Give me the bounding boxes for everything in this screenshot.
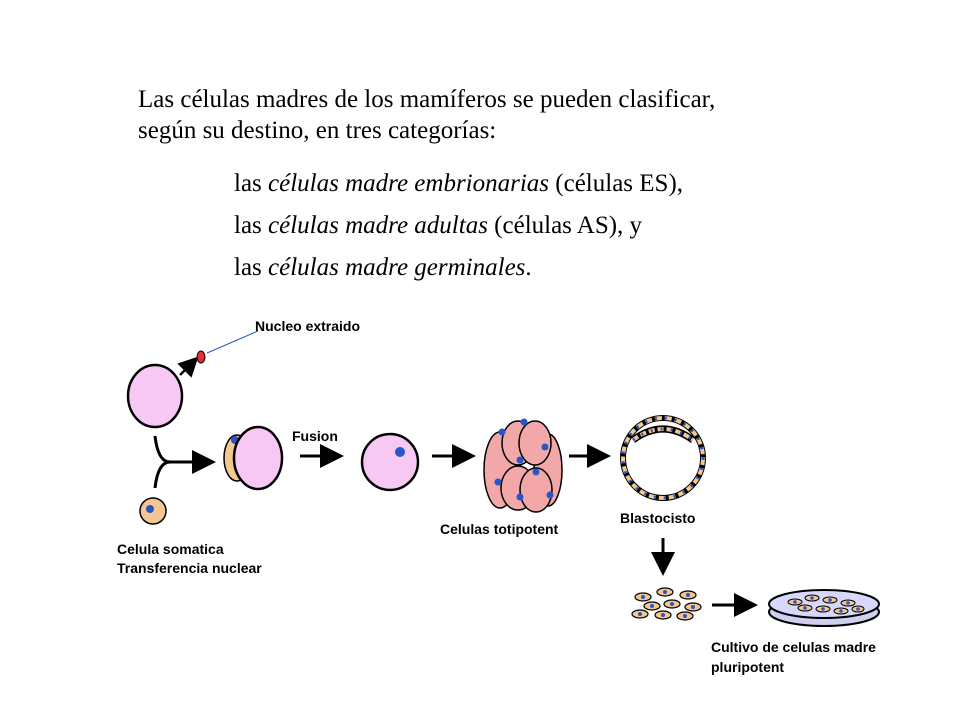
fork-bottom xyxy=(153,460,171,489)
label-fusion: Fusion xyxy=(292,428,338,444)
category-suffix: . xyxy=(525,254,532,281)
category-germinal: las células madre germinales. xyxy=(234,247,683,289)
category-suffix: (células ES), xyxy=(549,170,684,197)
egg-with-somatic-cell xyxy=(223,425,284,491)
label-blastocyst: Blastocisto xyxy=(620,510,695,526)
label-pluripotent: pluripotent xyxy=(711,659,784,675)
stem-cell-categories-list: las células madre embrionarias (células … xyxy=(234,163,683,289)
label-somatic-cell: Celula somatica xyxy=(117,541,224,557)
category-suffix: (células AS), y xyxy=(487,212,643,239)
category-embryonic: las células madre embrionarias (células … xyxy=(234,163,683,205)
category-prefix: las xyxy=(234,212,269,239)
category-adult: las células madre adultas (células AS), … xyxy=(234,205,683,247)
extraction-arrow xyxy=(177,356,199,378)
category-prefix: las xyxy=(234,170,269,197)
isolated-stem-cell-nuclei xyxy=(638,590,695,618)
category-term: células madre adultas xyxy=(268,212,488,239)
morula-nuclei xyxy=(494,418,554,501)
label-nucleus-extracted: Nucleo extraido xyxy=(255,318,360,334)
intro-line-2: según su destino, en tres categorías: xyxy=(138,117,497,144)
fork-top xyxy=(153,435,171,464)
morula xyxy=(483,420,563,513)
category-term: células madre germinales xyxy=(268,254,526,281)
category-term: células madre embrionarias xyxy=(268,170,550,197)
blastocyst xyxy=(620,415,706,501)
pipette-line xyxy=(206,330,259,354)
egg-cell xyxy=(126,363,184,429)
dish-colony-nuclei xyxy=(793,596,860,613)
label-totipotent: Celulas totipotent xyxy=(440,521,559,537)
somatic-cell xyxy=(139,497,167,525)
label-nuclear-transfer: Transferencia nuclear xyxy=(117,560,262,576)
intro-line-1: Las células madres de los mamíferos se p… xyxy=(138,86,716,113)
extracted-nucleus xyxy=(196,350,206,364)
label-culture: Cultivo de celulas madre xyxy=(711,639,876,655)
category-prefix: las xyxy=(234,254,269,281)
reconstructed-egg xyxy=(360,432,420,492)
intro-text: Las células madres de los mamíferos se p… xyxy=(138,84,715,146)
